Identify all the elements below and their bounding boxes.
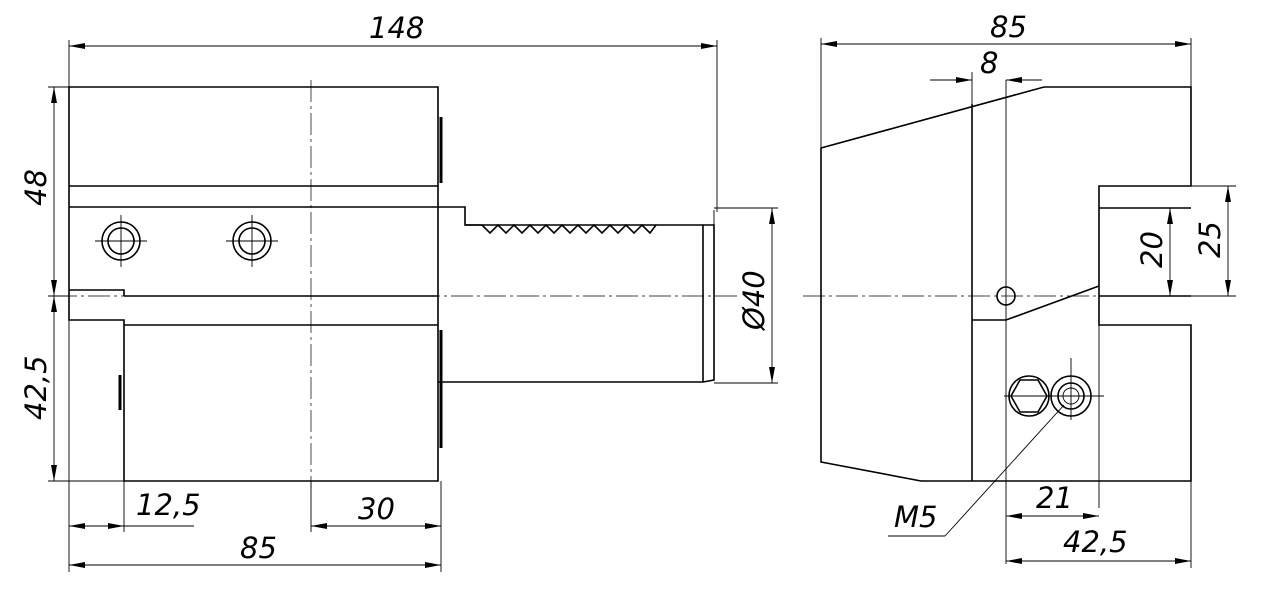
bolt-hole-2 (226, 215, 278, 267)
dim-slot-inner: 20 (1135, 231, 1169, 268)
bolt-hole-1 (95, 215, 147, 267)
dim-overall-length: 148 (369, 11, 424, 45)
side-dimensions: 85 8 20 25 21 42,5 M5 (820, 10, 1236, 568)
front-view (55, 80, 740, 488)
dim-hole-offset: 21 (1036, 481, 1073, 515)
dim-offset-left: 12,5 (136, 488, 201, 522)
dim-half-width: 42,5 (1063, 525, 1128, 559)
shank-outline (438, 206, 715, 383)
dim-bottom-height: 42,5 (19, 355, 53, 420)
dim-slot-width: 8 (980, 46, 998, 80)
front-body-outline (68, 86, 439, 482)
dim-top-height: 48 (19, 169, 53, 206)
dim-offset-right: 30 (358, 492, 395, 526)
shank-serration (465, 223, 657, 235)
center-hole (996, 80, 1016, 564)
dim-shank-diameter: Ø40 (737, 270, 771, 331)
front-dimensions: 148 48 42,5 Ø40 12,5 30 85 (19, 11, 778, 572)
dim-body-width-right: 85 (990, 10, 1027, 44)
dim-slot-outer: 25 (1193, 221, 1227, 258)
side-view (803, 80, 1192, 564)
label-thread: M5 (894, 500, 937, 534)
dim-body-width-left: 85 (240, 531, 277, 565)
screw-m5 (1046, 358, 1104, 420)
